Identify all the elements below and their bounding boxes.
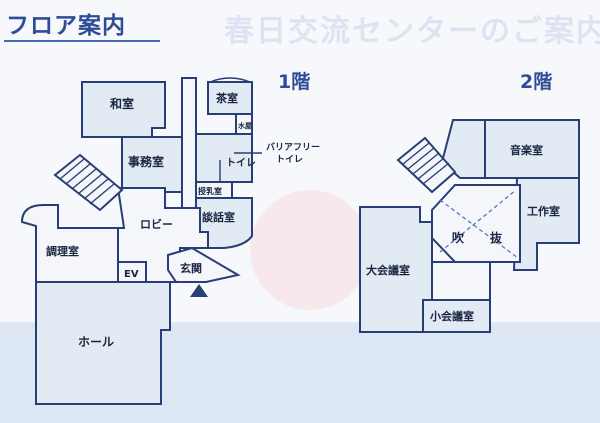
- roof-curve: [209, 77, 251, 83]
- room-jimushitsu-label: 事務室: [128, 154, 164, 169]
- entrance-marker-icon: [190, 284, 208, 297]
- room-danwa-label: 談話室: [202, 210, 235, 224]
- room-hall-label: ホール: [78, 335, 114, 349]
- room-daikaigi-label: 大会議室: [366, 263, 410, 277]
- room-genkan[interactable]: [167, 246, 241, 283]
- ghost-header-text: 春日交流センターのご案内: [224, 14, 600, 49]
- atrium-label-fu: 吹: [452, 230, 465, 245]
- corridor-2f: [431, 261, 491, 301]
- room-chori[interactable]: [20, 204, 119, 283]
- room-lobby-label: ロビー: [140, 217, 173, 231]
- room-lobby[interactable]: [116, 187, 216, 283]
- room-chashitsu[interactable]: [207, 81, 253, 115]
- barrier-free-label: バリアフリー: [266, 142, 320, 153]
- page-title: フロア案内: [6, 13, 126, 39]
- atrium-label-nuke: 抜: [490, 230, 503, 245]
- stairs-1f: [53, 153, 124, 212]
- title-underline: [4, 40, 160, 42]
- room-ongaku-label: 音楽室: [510, 143, 543, 157]
- floor1-label: 1階: [278, 71, 310, 93]
- room-washitsu[interactable]: [81, 81, 166, 138]
- room-toilet-label: トイレ: [226, 157, 256, 169]
- room-kousaku-label: 工作室: [527, 204, 560, 218]
- room-chori-label: 調理室: [46, 244, 79, 258]
- corridor-1f: [181, 77, 197, 209]
- room-washitsu-label: 和室: [109, 96, 134, 111]
- background-stain: [250, 190, 370, 310]
- room-ev-1f-label: EV: [124, 269, 139, 280]
- atrium-fukinuke: [431, 184, 521, 263]
- room-shokaigi[interactable]: [422, 299, 491, 333]
- room-2f-upper[interactable]: [440, 119, 486, 179]
- room-danwa[interactable]: [195, 197, 253, 249]
- floor2-label: 2階: [520, 71, 552, 93]
- room-shokaigi-label: 小会議室: [429, 309, 474, 323]
- stairs-2f: [396, 136, 457, 194]
- barrier-free-label-2: トイレ: [276, 154, 303, 165]
- room-genkan-label: 玄関: [180, 261, 202, 275]
- room-mizuya-label: 水屋: [238, 121, 252, 130]
- room-junyu-label: 授乳室: [198, 186, 222, 196]
- room-ongaku[interactable]: [484, 119, 580, 179]
- room-toilet[interactable]: [195, 133, 253, 183]
- room-kousaku[interactable]: [512, 177, 580, 271]
- room-chashitsu-label: 茶室: [215, 91, 238, 105]
